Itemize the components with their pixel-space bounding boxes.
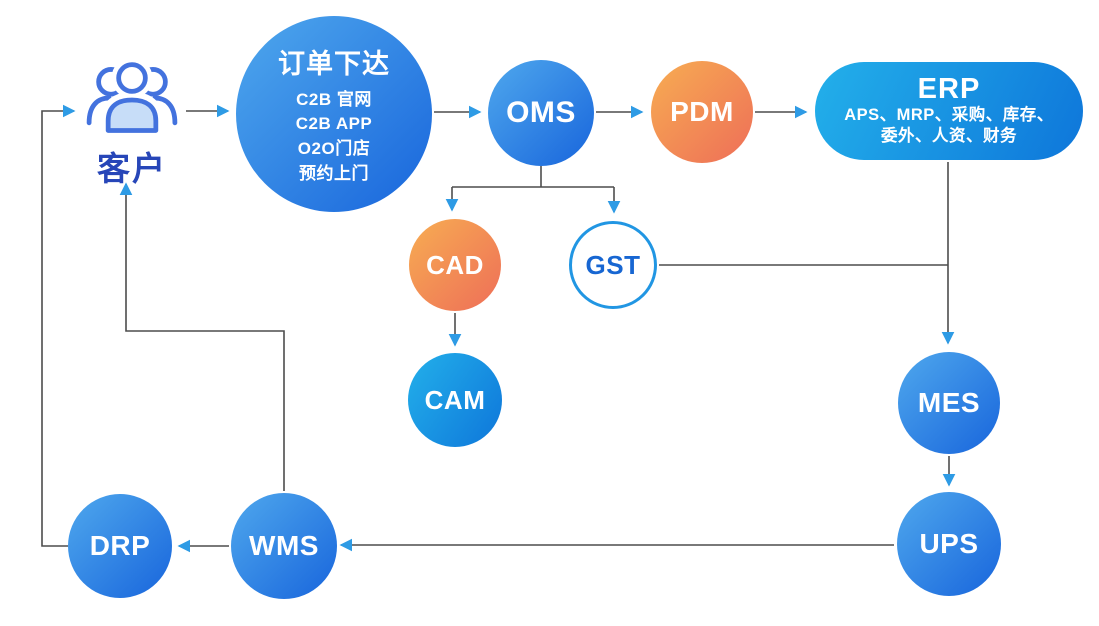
customers-icon (86, 58, 178, 138)
node-drp: DRP (68, 494, 172, 598)
mes-label: MES (917, 387, 981, 418)
erp-title: ERP (917, 73, 981, 106)
node-oms: OMS (488, 60, 594, 166)
drp-label: DRP (89, 530, 151, 561)
pdm-label: PDM (670, 96, 734, 127)
node-erp: ERP APS、MRP、采购、库存、 委外、人资、财务 (815, 62, 1083, 160)
node-gst: GST (569, 221, 657, 309)
node-cad: CAD (409, 219, 501, 311)
wms-label: WMS (249, 530, 319, 561)
erp-subtitle-line1: APS、MRP、采购、库存、 (844, 105, 1054, 124)
customer-label: 客户 (97, 150, 167, 187)
ups-label: UPS (919, 528, 979, 559)
node-order-placement: 订单下达 C2B 官网 C2B APP O2O门店 预约上门 (236, 16, 432, 212)
cam-label: CAM (424, 384, 486, 415)
order-channel-appointment: 预约上门 (299, 163, 369, 183)
connector-wms-to-customer (119, 182, 285, 491)
order-channel-c2b-web: C2B 官网 (296, 89, 372, 109)
node-ups: UPS (897, 492, 1001, 596)
connector-drp-to-customer (41, 104, 76, 547)
order-channel-c2b-app: C2B APP (295, 114, 373, 134)
node-customer: 客户 (82, 58, 182, 190)
node-mes: MES (898, 352, 1000, 454)
node-cam: CAM (408, 353, 502, 447)
order-channel-o2o-store: O2O门店 (297, 139, 371, 158)
gst-label: GST (585, 249, 641, 280)
cad-label: CAD (426, 249, 484, 280)
node-wms: WMS (231, 493, 337, 599)
order-title: 订单下达 (278, 48, 390, 79)
oms-label: OMS (506, 96, 576, 129)
node-pdm: PDM (651, 61, 753, 163)
erp-subtitle-line2: 委外、人资、财务 (881, 127, 1017, 146)
